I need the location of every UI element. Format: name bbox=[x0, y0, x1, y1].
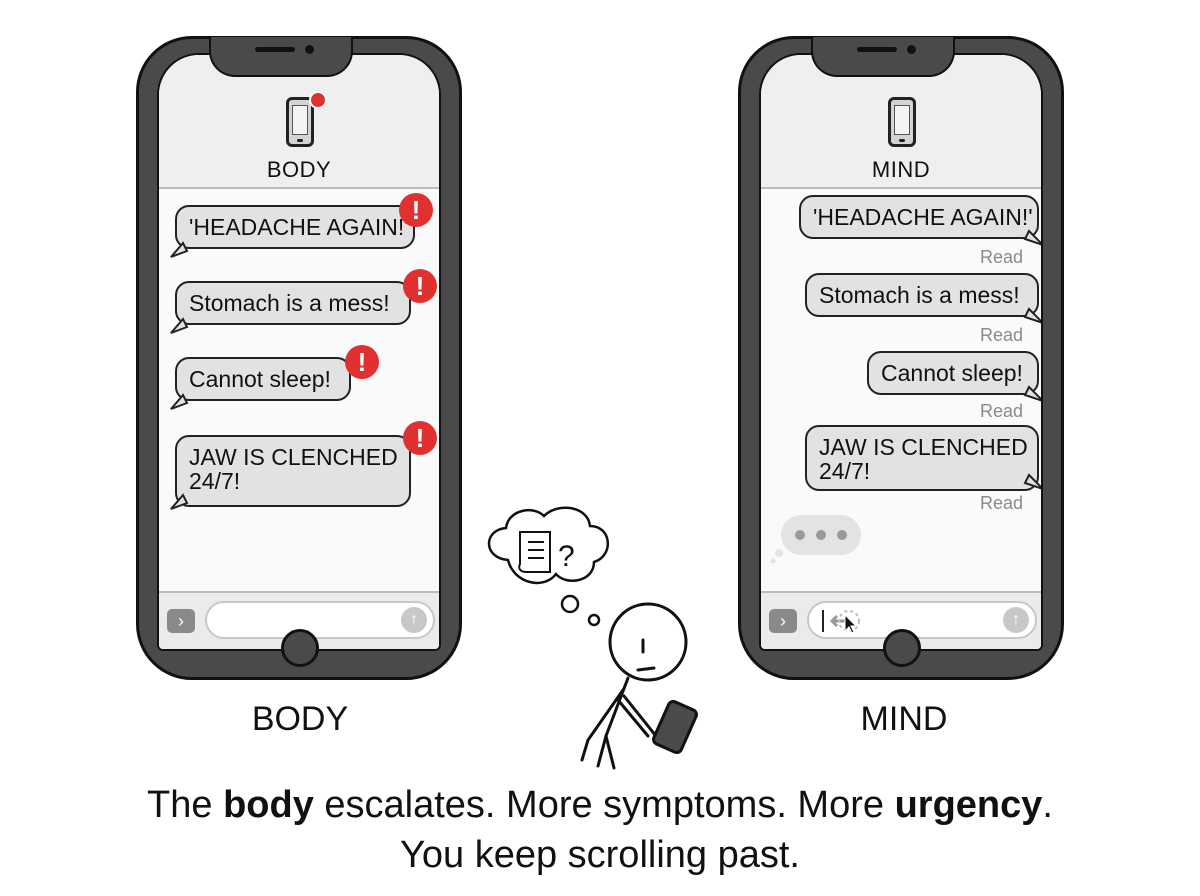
alert-icon: ! bbox=[399, 193, 433, 227]
caption-text: . bbox=[1042, 784, 1053, 826]
read-receipt: Read bbox=[979, 325, 1023, 345]
body-message-headache: 'HEADACHE AGAIN!' bbox=[175, 205, 415, 249]
bubble-tail-icon bbox=[1023, 307, 1041, 324]
send-arrow-icon[interactable]: ↑ bbox=[1003, 607, 1029, 633]
caption-line-2: You keep scrolling past. bbox=[400, 834, 800, 876]
question-mark: ? bbox=[558, 540, 575, 573]
mind-phone: MIND 'HEADACHE AGAIN!' Read Stomach is a… bbox=[738, 36, 1064, 680]
bubble-tail-icon bbox=[170, 317, 189, 334]
message-text: Cannot sleep! bbox=[189, 366, 331, 392]
caption-text: The bbox=[147, 784, 224, 826]
message-text: Cannot sleep! bbox=[881, 360, 1023, 386]
mind-message-headache: 'HEADACHE AGAIN!' bbox=[799, 195, 1039, 239]
alert-icon: ! bbox=[403, 421, 437, 455]
mind-message-sleep: Cannot sleep! bbox=[867, 351, 1039, 395]
body-message-jaw: JAW IS CLENCHED 24/7! bbox=[175, 435, 411, 507]
message-text: JAW IS CLENCHED bbox=[819, 434, 1028, 460]
body-chat-header: BODY bbox=[159, 55, 439, 189]
mind-contact-name: MIND bbox=[871, 157, 931, 182]
message-text: 24/7! bbox=[819, 458, 871, 484]
bubble-tail-icon bbox=[1023, 229, 1041, 246]
caption-text: escalates. More symptoms. More bbox=[313, 784, 895, 826]
bubble-tail-icon bbox=[1023, 385, 1041, 402]
message-text: 'HEADACHE AGAIN!' bbox=[189, 214, 409, 240]
person-icon bbox=[580, 602, 688, 770]
home-button[interactable] bbox=[281, 629, 319, 667]
alert-icon: ! bbox=[345, 345, 379, 379]
home-button[interactable] bbox=[883, 629, 921, 667]
body-contact-name: BODY bbox=[266, 157, 332, 182]
body-message-input[interactable]: ↑ bbox=[205, 601, 435, 639]
caption-emphasis-urgency: urgency bbox=[894, 784, 1043, 826]
bubble-tail-icon bbox=[170, 241, 189, 258]
message-text: Stomach is a mess! bbox=[189, 290, 390, 316]
message-text: JAW IS CLENCHED bbox=[189, 444, 398, 470]
body-message-sleep: Cannot sleep! bbox=[175, 357, 351, 401]
body-phone-screen: BODY 'HEADACHE AGAIN!' ! Stomach is a me… bbox=[157, 53, 441, 651]
caption-line-1: The body escalates. More symptoms. More … bbox=[0, 784, 1200, 827]
send-arrow-icon[interactable]: ↑ bbox=[401, 607, 427, 633]
read-receipt: Read bbox=[979, 401, 1023, 421]
handheld-phone-icon bbox=[652, 699, 698, 755]
bubble-tail-icon bbox=[170, 393, 189, 410]
chevron-right-icon[interactable]: › bbox=[769, 609, 797, 633]
scroll-document-icon bbox=[518, 531, 551, 573]
read-receipt: Read bbox=[979, 247, 1023, 267]
read-receipt: Read bbox=[979, 493, 1023, 513]
body-phone: BODY 'HEADACHE AGAIN!' ! Stomach is a me… bbox=[136, 36, 462, 680]
mind-chat-header: MIND bbox=[761, 55, 1041, 189]
body-phone-label: BODY bbox=[251, 700, 349, 738]
mind-input-bar: › ↑ bbox=[761, 591, 1041, 649]
phone-contact-icon bbox=[888, 97, 916, 147]
mind-message-input[interactable]: ↑ bbox=[807, 601, 1037, 639]
message-text: Stomach is a mess! bbox=[819, 282, 1020, 308]
chevron-right-icon[interactable]: › bbox=[167, 609, 195, 633]
notification-dot-icon bbox=[309, 91, 327, 109]
phone-notch bbox=[811, 37, 955, 77]
message-text: 'HEADACHE AGAIN!' bbox=[813, 204, 1033, 230]
typing-indicator bbox=[781, 515, 861, 555]
text-cursor-icon bbox=[822, 610, 860, 634]
phone-notch bbox=[209, 37, 353, 77]
alert-icon: ! bbox=[403, 269, 437, 303]
mind-phone-screen: MIND 'HEADACHE AGAIN!' Read Stomach is a… bbox=[759, 53, 1043, 651]
mind-message-jaw: JAW IS CLENCHED 24/7! bbox=[805, 425, 1039, 491]
bubble-tail-icon bbox=[170, 493, 189, 510]
phone-contact-icon bbox=[286, 97, 314, 147]
mind-message-stomach: Stomach is a mess! bbox=[805, 273, 1039, 317]
stick-figure-illustration: ? bbox=[487, 506, 698, 770]
body-input-bar: › ↑ bbox=[159, 591, 439, 649]
message-text: 24/7! bbox=[189, 468, 241, 494]
bubble-tail-icon bbox=[1023, 473, 1041, 490]
caption-emphasis-body: body bbox=[223, 784, 314, 826]
typing-tail-icon bbox=[770, 549, 783, 564]
body-message-stomach: Stomach is a mess! bbox=[175, 281, 411, 325]
mind-phone-label: MIND bbox=[860, 700, 948, 738]
